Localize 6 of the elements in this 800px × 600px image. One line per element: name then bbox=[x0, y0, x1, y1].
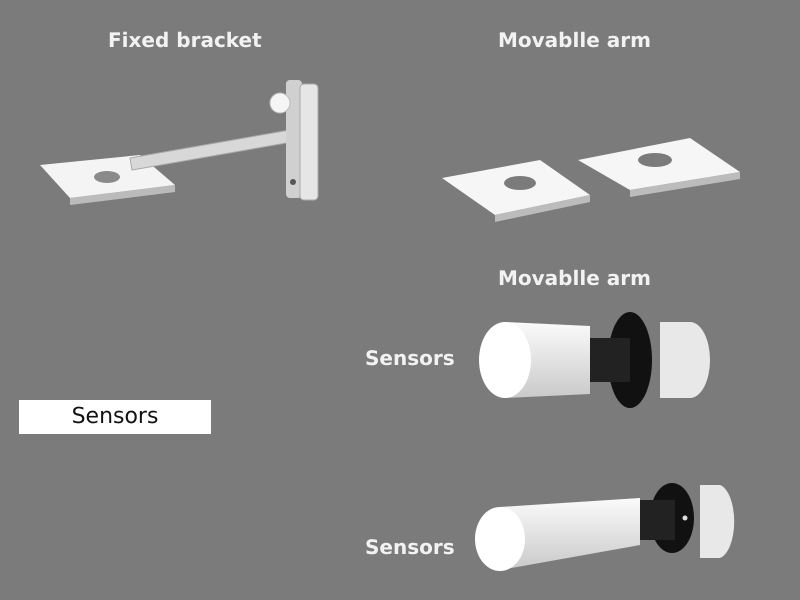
part-label: Sensors bbox=[365, 535, 455, 559]
part-label: Fixed bracket bbox=[108, 28, 262, 52]
part-label: Sensors bbox=[365, 346, 455, 370]
part-label: Movablle arm bbox=[498, 28, 651, 52]
part-label: Movablle arm bbox=[498, 266, 651, 290]
label-box: Sensors bbox=[19, 400, 211, 434]
